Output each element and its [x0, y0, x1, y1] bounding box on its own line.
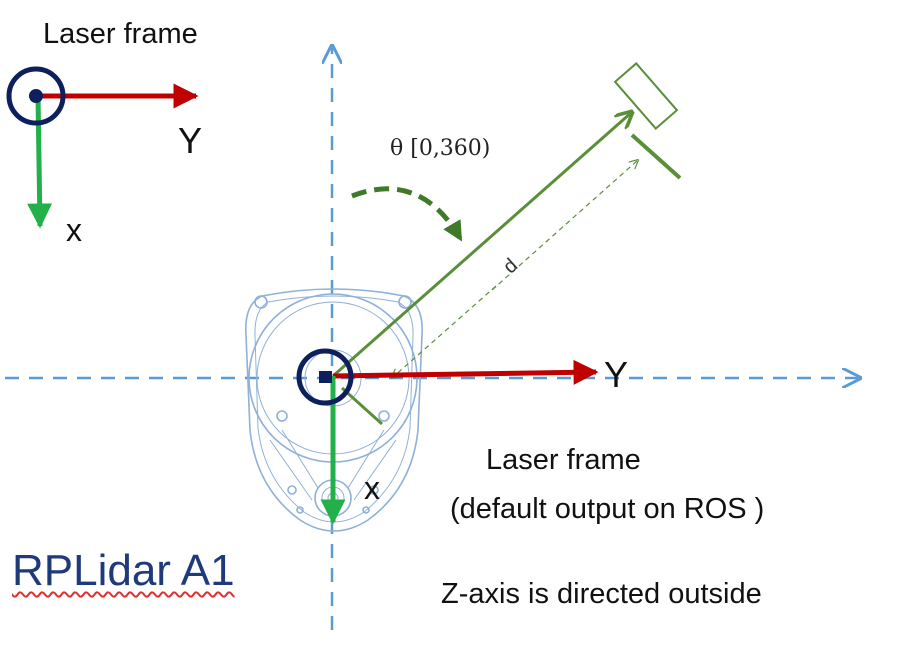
- theta-arc-arrow: [351, 186, 463, 242]
- main-origin-dot: [319, 371, 332, 383]
- sensor-pointer: [340, 386, 384, 426]
- legend-x-axis-arrow: [27, 95, 53, 229]
- legend-title: Laser frame: [43, 18, 198, 50]
- frame-subtitle: (default output on ROS ): [450, 493, 765, 525]
- legend-origin-ring: [6, 66, 66, 126]
- legend-frame: [6, 66, 199, 229]
- target-plate: [630, 133, 682, 180]
- main-origin-ring: [296, 348, 354, 406]
- device-name: RPLidar A1: [12, 546, 235, 595]
- z-axis-note: Z-axis is directed outside: [441, 578, 762, 610]
- legend-origin-dot: [29, 89, 43, 103]
- distance-arrow-in: [392, 285, 497, 378]
- main-x-label: x: [364, 470, 380, 506]
- theta-range-label: θ [0,360): [390, 136, 491, 161]
- main-frame: [296, 348, 599, 525]
- distance-arrow-out: [491, 160, 638, 291]
- frame-title: Laser frame: [486, 444, 641, 476]
- distance-label: d: [499, 254, 522, 278]
- main-y-label: Y: [604, 354, 629, 395]
- scan-beam: d: [332, 62, 682, 426]
- legend-y-label: Y: [178, 120, 203, 161]
- legend-x-label: x: [66, 212, 82, 248]
- main-y-axis-arrow: [332, 359, 599, 385]
- beam-ray: [332, 112, 632, 378]
- target-object: [613, 62, 679, 130]
